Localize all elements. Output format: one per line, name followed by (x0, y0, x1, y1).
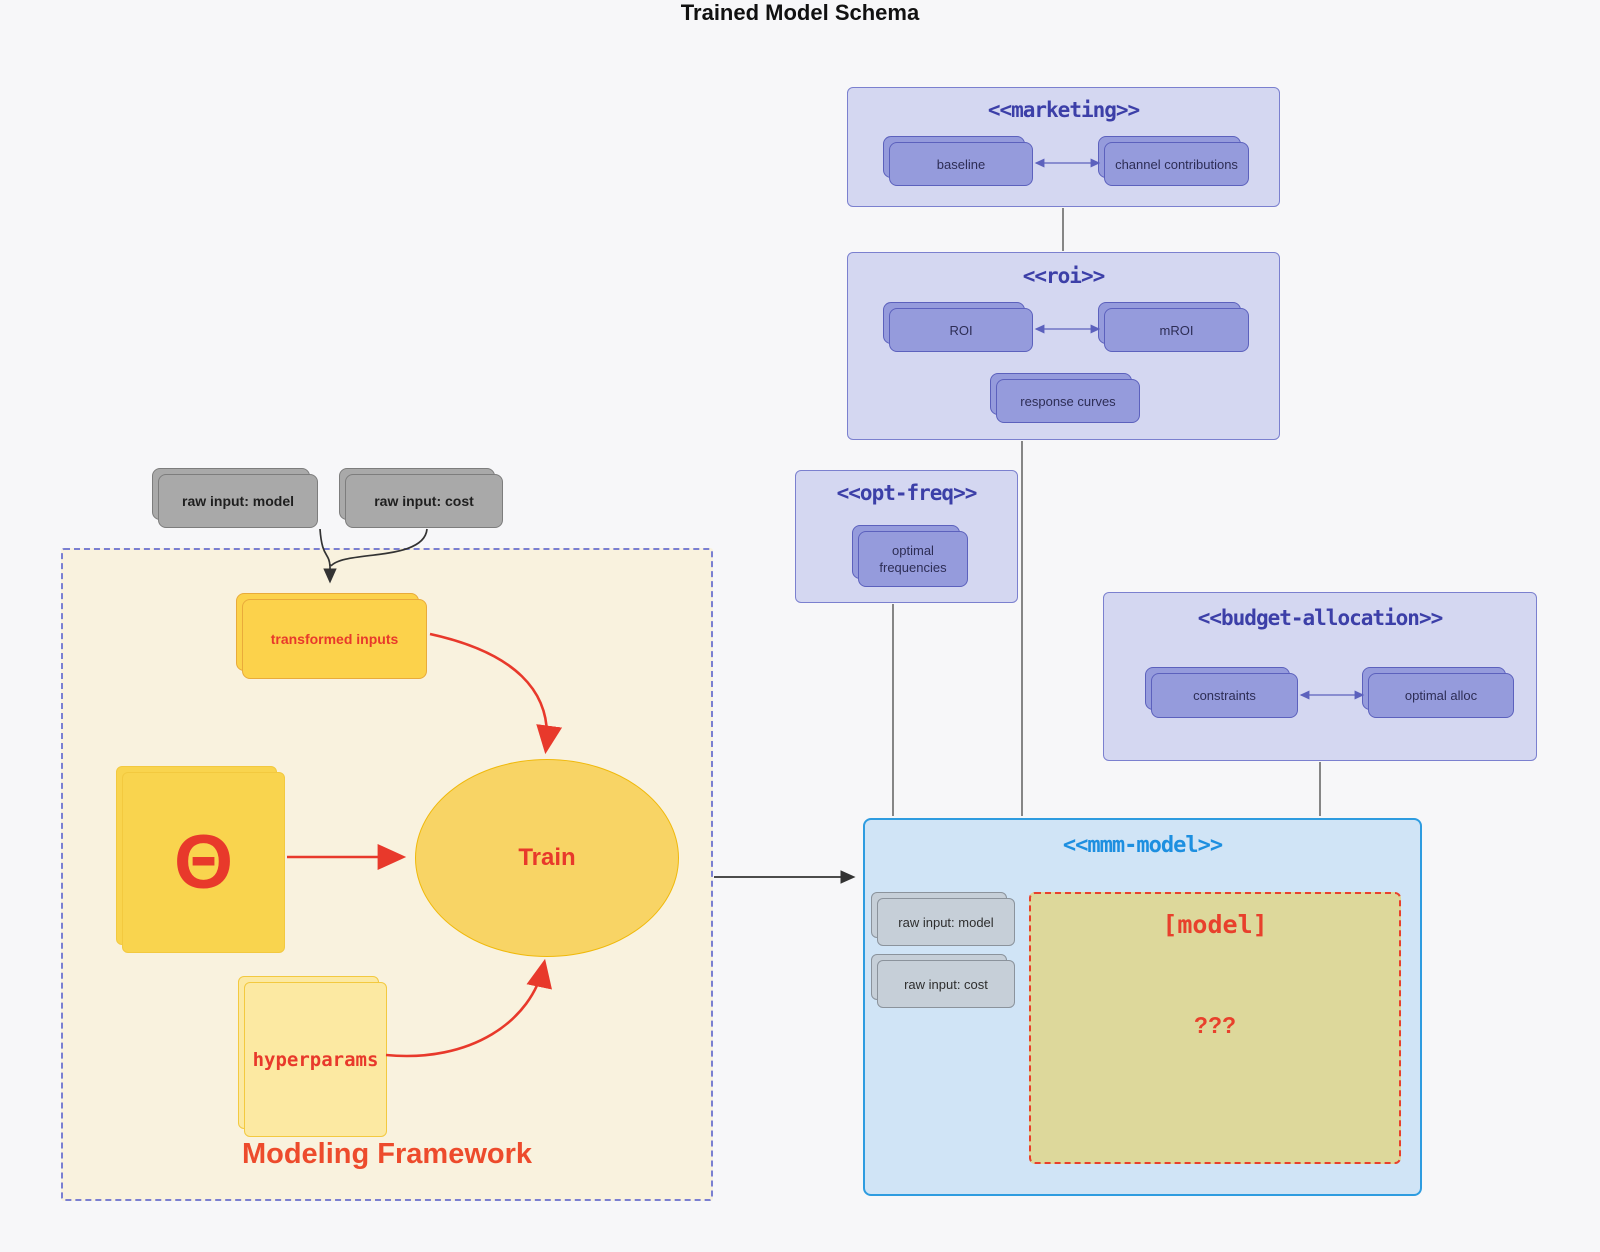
model-box-label: [model] (1162, 910, 1268, 939)
node-roi-label: ROI (949, 322, 973, 338)
node-theta: Θ (116, 766, 285, 953)
node-hyperparams-label: hyperparams (252, 1048, 379, 1071)
node-model-placeholder-box: [model] ??? (1029, 892, 1401, 1164)
node-optimal-frequencies-label: optimal frequencies (879, 543, 947, 575)
container-mmm-model: <<mmm-model>> raw input: model raw input… (863, 818, 1422, 1196)
container-roi: <<roi>> ROI mROI response curves (847, 252, 1280, 440)
modeling-framework-label: Modeling Framework (241, 1138, 533, 1170)
node-hyperparams: hyperparams (238, 976, 387, 1137)
container-marketing: <<marketing>> baseline channel contribut… (847, 87, 1280, 207)
node-raw-input-cost: raw input: cost (339, 468, 503, 528)
node-baseline: baseline (883, 136, 1033, 186)
node-theta-label: Θ (173, 820, 234, 905)
node-roi: ROI (883, 302, 1033, 352)
model-box-question: ??? (1193, 1012, 1237, 1038)
node-mmm-raw-input-model-label: raw input: model (898, 914, 994, 930)
node-raw-input-model: raw input: model (152, 468, 318, 528)
node-mmm-raw-input-model: raw input: model (871, 892, 1015, 946)
node-response-curves: response curves (990, 373, 1140, 423)
container-modeling-framework: transformed inputs Θ Train hyperparams M… (61, 548, 713, 1201)
container-roi-title: <<roi>> (1022, 264, 1106, 288)
node-mmm-raw-input-cost: raw input: cost (871, 954, 1015, 1008)
node-constraints: constraints (1145, 667, 1298, 718)
node-train-label: Train (518, 844, 576, 871)
node-raw-input-model-label: raw input: model (182, 493, 294, 509)
node-constraints-label: constraints (1193, 688, 1256, 703)
container-marketing-title: <<marketing>> (987, 98, 1140, 122)
node-optimal-alloc-label: optimal alloc (1404, 688, 1478, 703)
node-transformed-inputs-label: transformed inputs (270, 631, 399, 647)
container-opt-freq-title: <<opt-freq>> (836, 481, 978, 505)
node-response-curves-label: response curves (1020, 393, 1116, 409)
node-channel-contributions-label: channel contributions (1115, 156, 1238, 172)
node-train: Train (415, 759, 679, 957)
container-opt-freq: <<opt-freq>> optimal frequencies (795, 470, 1018, 603)
node-optimal-frequencies: optimal frequencies (852, 525, 968, 587)
node-mroi-label: mROI (1159, 322, 1194, 338)
page-title: Trained Model Schema (680, 0, 920, 25)
container-budget-allocation-title: <<budget-allocation>> (1197, 606, 1444, 630)
node-baseline-label: baseline (936, 156, 986, 172)
node-raw-input-cost-label: raw input: cost (374, 493, 474, 509)
node-mroi: mROI (1098, 302, 1249, 352)
node-optimal-alloc: optimal alloc (1362, 667, 1514, 718)
container-mmm-model-title: <<mmm-model>> (1062, 833, 1223, 858)
node-channel-contributions: channel contributions (1098, 136, 1249, 186)
node-mmm-raw-input-cost-label: raw input: cost (904, 976, 988, 992)
container-budget-allocation: <<budget-allocation>> constraints optima… (1103, 592, 1537, 761)
node-transformed-inputs: transformed inputs (236, 593, 427, 679)
